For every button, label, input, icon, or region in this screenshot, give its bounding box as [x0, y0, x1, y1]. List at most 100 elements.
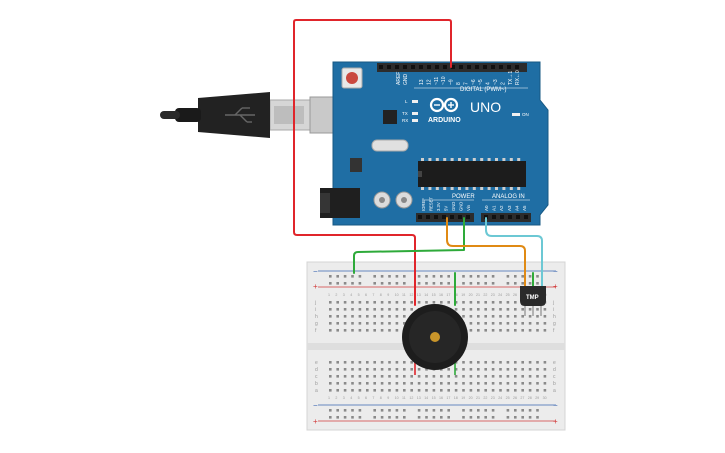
breadboard-hole: [329, 382, 332, 385]
breadboard-hole: [447, 382, 450, 385]
chip-pin: [487, 158, 491, 161]
breadboard-hole: [388, 375, 391, 378]
breadboard-hole: [454, 389, 458, 392]
breadboard-hole: [388, 368, 391, 371]
breadboard-hole: [432, 382, 436, 385]
rail-plus-top-left: +: [313, 282, 318, 291]
breadboard-hole: [373, 361, 376, 364]
breadboard-hole: [403, 361, 406, 364]
breadboard-hole: [484, 322, 487, 325]
breadboard-hole: [491, 361, 495, 364]
chip-pin: [502, 187, 506, 190]
digital-pin-label: ~9: [449, 79, 455, 85]
arduino-brand-text: ARDUINO: [428, 117, 461, 124]
row-letter-right: j: [552, 300, 554, 306]
rail-hole: [462, 416, 465, 419]
header-hole: [426, 215, 430, 219]
breadboard-hole: [388, 308, 391, 311]
column-number-top: 26: [513, 293, 517, 297]
row-letter-right: d: [553, 367, 556, 373]
chip-pin: [517, 158, 521, 161]
breadboard-hole: [395, 389, 399, 392]
rail-hole: [417, 275, 421, 278]
rail-hole: [343, 409, 347, 412]
power-pin-label: IOREF: [421, 198, 426, 211]
rail-hole: [425, 282, 428, 285]
breadboard-hole: [366, 361, 369, 364]
rail-hole: [351, 409, 354, 412]
rail-hole: [447, 416, 450, 419]
breadboard-hole: [343, 329, 347, 332]
breadboard-hole: [499, 329, 502, 332]
led-rx: [412, 119, 418, 122]
breadboard-hole: [395, 368, 399, 371]
breadboard-hole: [514, 368, 517, 371]
breadboard-hole: [432, 301, 436, 304]
rail-hole: [336, 409, 339, 412]
rail-hole: [506, 282, 510, 285]
chip-pin: [509, 158, 513, 161]
breadboard-hole: [536, 375, 539, 378]
breadboard-hole: [388, 322, 391, 325]
row-letter-right: h: [553, 314, 556, 320]
breadboard-hole: [440, 389, 443, 392]
breadboard-hole: [440, 382, 443, 385]
breadboard-hole: [417, 368, 421, 371]
breadboard-hole: [351, 329, 354, 332]
breadboard-hole: [528, 382, 532, 385]
breadboard-hole: [366, 382, 369, 385]
chip-pin: [458, 187, 461, 190]
digital-header-label: DIGITAL (PWM~): [460, 87, 507, 93]
gnd-label: GND: [403, 74, 409, 86]
column-number-top: 17: [446, 293, 450, 297]
breadboard-hole: [329, 322, 332, 325]
breadboard-hole: [514, 382, 517, 385]
column-number-bottom: 23: [491, 396, 495, 400]
breadboard-hole: [469, 361, 473, 364]
breadboard-hole: [506, 375, 510, 378]
column-number-bottom: 13: [417, 396, 421, 400]
chip-pin: [472, 158, 476, 161]
header-hole: [434, 215, 438, 219]
temperature-sensor: TMP: [520, 286, 546, 316]
column-number-top: 8: [380, 293, 382, 297]
breadboard-hole: [395, 329, 399, 332]
column-number-bottom: 19: [461, 396, 465, 400]
breadboard-hole: [351, 308, 354, 311]
breadboard-hole: [380, 329, 384, 332]
rail-hole: [514, 282, 517, 285]
header-hole: [492, 215, 496, 219]
row-letter-left: j: [314, 300, 316, 306]
breadboard-hole: [403, 301, 406, 304]
column-number-top: 15: [432, 293, 436, 297]
header-hole: [458, 215, 462, 219]
rail-hole: [358, 282, 362, 285]
breadboard-hole: [462, 301, 465, 304]
column-number-bottom: 15: [432, 396, 436, 400]
breadboard-hole: [462, 308, 465, 311]
breadboard-hole: [521, 368, 524, 371]
header-hole: [419, 65, 423, 69]
breadboard-hole: [484, 368, 487, 371]
column-number-bottom: 5: [358, 396, 360, 400]
row-letter-right: g: [553, 321, 556, 327]
breadboard-hole: [514, 301, 517, 304]
rail-hole: [358, 409, 362, 412]
power-pin-label: GND: [459, 202, 464, 211]
led-on-label: ON: [522, 112, 529, 117]
column-number-top: 16: [439, 293, 443, 297]
breadboard-hole: [499, 322, 502, 325]
breadboard-hole: [403, 382, 406, 385]
header-hole: [499, 65, 503, 69]
column-number-bottom: 16: [439, 396, 443, 400]
led-tx: [412, 112, 418, 115]
digital-pin-label: ~5: [478, 79, 484, 85]
chip-pin: [480, 158, 484, 161]
breadboard-hole: [417, 382, 421, 385]
breadboard-hole: [536, 322, 539, 325]
rail-hole: [425, 275, 428, 278]
breadboard-hole: [366, 389, 369, 392]
rail-hole: [373, 409, 376, 412]
breadboard-hole: [484, 361, 487, 364]
rail-hole: [432, 275, 436, 278]
